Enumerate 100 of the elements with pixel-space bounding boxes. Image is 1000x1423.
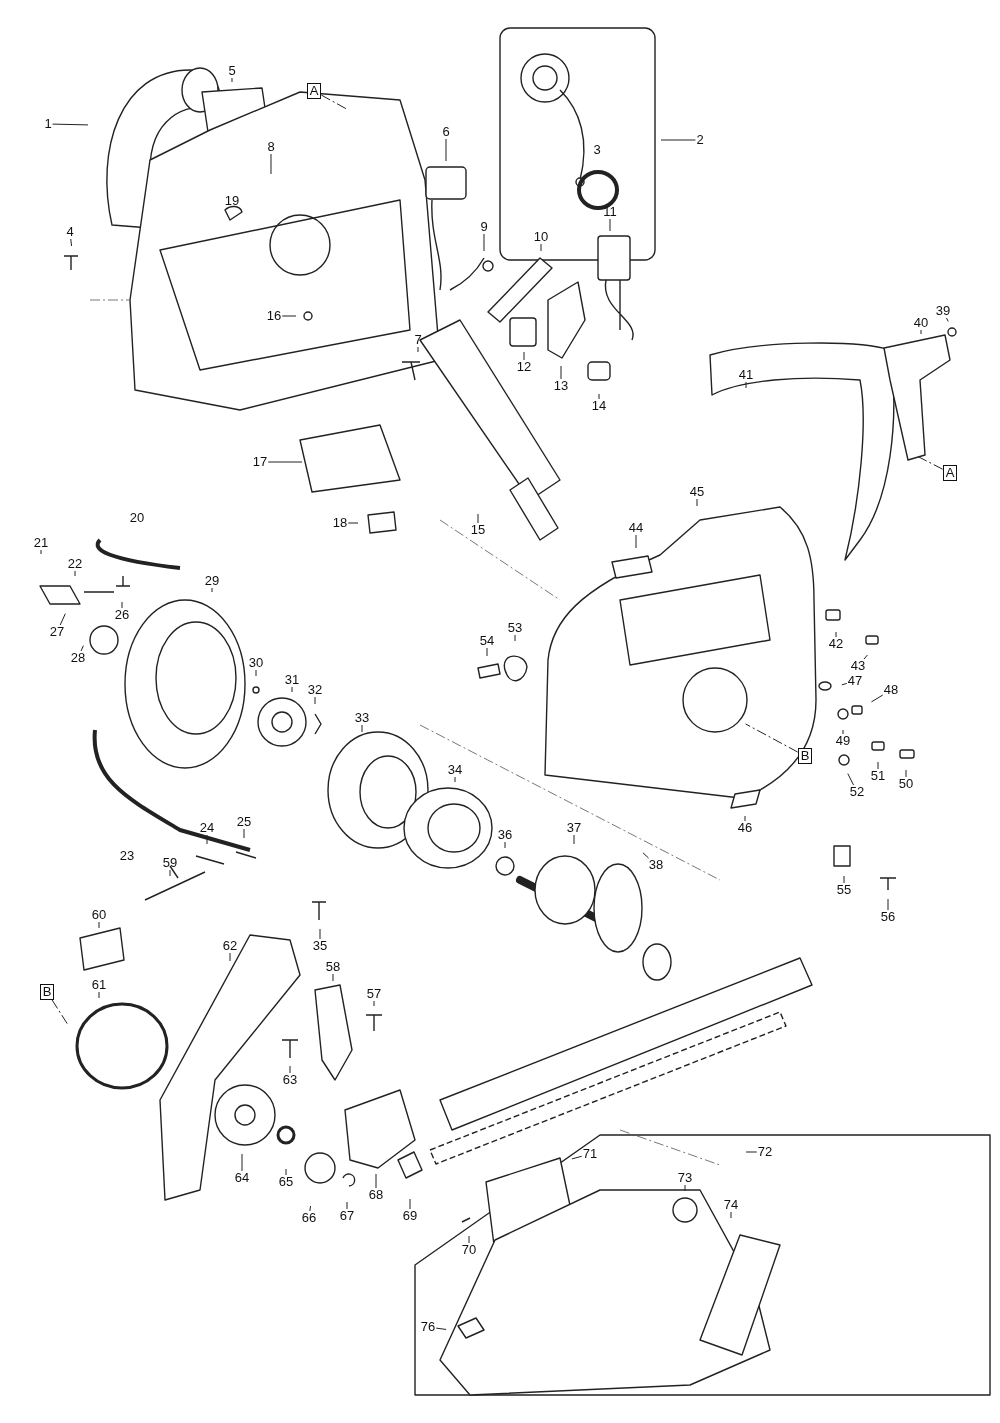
leader-line: [609, 218, 611, 232]
leader-line: [843, 875, 845, 884]
leader-line: [486, 647, 488, 657]
leader-line: [435, 1327, 447, 1330]
callout-number: 47: [846, 674, 864, 688]
callout-number: 11: [602, 205, 618, 219]
callout-number: 70: [460, 1243, 478, 1257]
leader-line: [684, 1184, 686, 1192]
leader-line: [231, 77, 233, 83]
callout-number: 39: [934, 304, 952, 318]
callout-number: 63: [281, 1073, 299, 1087]
callout-number: 76: [419, 1320, 437, 1334]
leader-line: [560, 365, 562, 380]
leader-line: [52, 123, 89, 126]
leader-line: [309, 1205, 311, 1212]
callout-number: 22: [66, 557, 84, 571]
leader-line: [514, 634, 516, 642]
leader-line: [918, 456, 944, 470]
callout-number: 24: [198, 821, 216, 835]
callout-number: 61: [90, 978, 108, 992]
callout-number: 72: [756, 1145, 774, 1159]
leader-line: [361, 724, 363, 733]
reference-letter: B: [797, 748, 813, 764]
leader-line: [745, 723, 799, 753]
leader-line: [642, 852, 650, 859]
leader-line: [80, 645, 84, 652]
callout-number: 37: [565, 821, 583, 835]
callout-number: 40: [912, 316, 930, 330]
callout-number: 2: [695, 133, 705, 147]
reference-letter: B: [39, 984, 55, 1000]
leader-line: [745, 381, 747, 389]
callout-number: 28: [69, 651, 87, 665]
leader-line: [483, 233, 485, 252]
callout-number: 25: [235, 815, 253, 829]
leader-line: [835, 631, 837, 638]
callout-number: 36: [496, 828, 514, 842]
leader-line: [905, 769, 907, 778]
leader-line: [598, 393, 600, 400]
leader-line: [635, 534, 637, 549]
leader-line: [870, 694, 884, 703]
callout-number: 50: [897, 777, 915, 791]
leader-line: [847, 773, 854, 786]
leader-line: [74, 570, 76, 577]
callout-number: 30: [247, 656, 265, 670]
callout-number: 55: [835, 883, 853, 897]
leader-line: [504, 841, 506, 849]
leader-line: [229, 952, 231, 962]
leader-line: [291, 686, 293, 693]
leader-line: [206, 834, 208, 845]
leader-line: [121, 601, 123, 609]
callout-number: 3: [592, 143, 602, 157]
callout-number: 54: [478, 634, 496, 648]
callout-number: 27: [48, 625, 66, 639]
leader-line: [744, 815, 746, 822]
leader-line: [243, 828, 245, 839]
leader-line: [877, 761, 879, 770]
leader-line: [70, 238, 73, 247]
leader-line: [730, 1211, 732, 1219]
callout-number: 38: [647, 858, 665, 872]
callout-number: 57: [365, 987, 383, 1001]
callout-number: 8: [266, 140, 276, 154]
callout-number: 64: [233, 1171, 251, 1185]
callout-number: 58: [324, 960, 342, 974]
leader-line: [468, 1235, 470, 1244]
reference-letter: A: [942, 465, 958, 481]
callout-number: 16: [265, 309, 283, 323]
callout-number: 1: [43, 117, 53, 131]
leader-line: [842, 729, 844, 735]
callout-number: 62: [221, 939, 239, 953]
callout-number: 26: [113, 608, 131, 622]
callout-number: 45: [688, 485, 706, 499]
callout-number: 18: [331, 516, 349, 530]
callout-number: 56: [879, 910, 897, 924]
callout-number: 29: [203, 574, 221, 588]
leader-line: [946, 317, 949, 322]
callout-number: 68: [367, 1188, 385, 1202]
callout-number: 53: [506, 621, 524, 635]
callout-number: 59: [161, 856, 179, 870]
callout-number: 41: [737, 368, 755, 382]
callout-number: 19: [223, 194, 241, 208]
callout-number: 10: [532, 230, 550, 244]
leader-line: [98, 991, 100, 999]
leader-line: [51, 999, 69, 1026]
callout-number: 14: [590, 399, 608, 413]
leader-line: [841, 682, 848, 686]
callout-number: 35: [311, 939, 329, 953]
callout-number: 15: [469, 523, 487, 537]
leader-line: [211, 587, 213, 593]
callout-number: 6: [441, 125, 451, 139]
leader-line: [477, 513, 479, 524]
leader-line: [320, 94, 349, 111]
callout-number: 66: [300, 1211, 318, 1225]
callout-number: 60: [90, 908, 108, 922]
leader-line: [375, 1173, 377, 1189]
leader-line: [289, 1065, 291, 1074]
callout-number: 49: [834, 734, 852, 748]
leader-line: [887, 898, 889, 911]
leader-line: [745, 1151, 758, 1153]
callout-number: 21: [32, 536, 50, 550]
leader-line: [332, 973, 334, 982]
